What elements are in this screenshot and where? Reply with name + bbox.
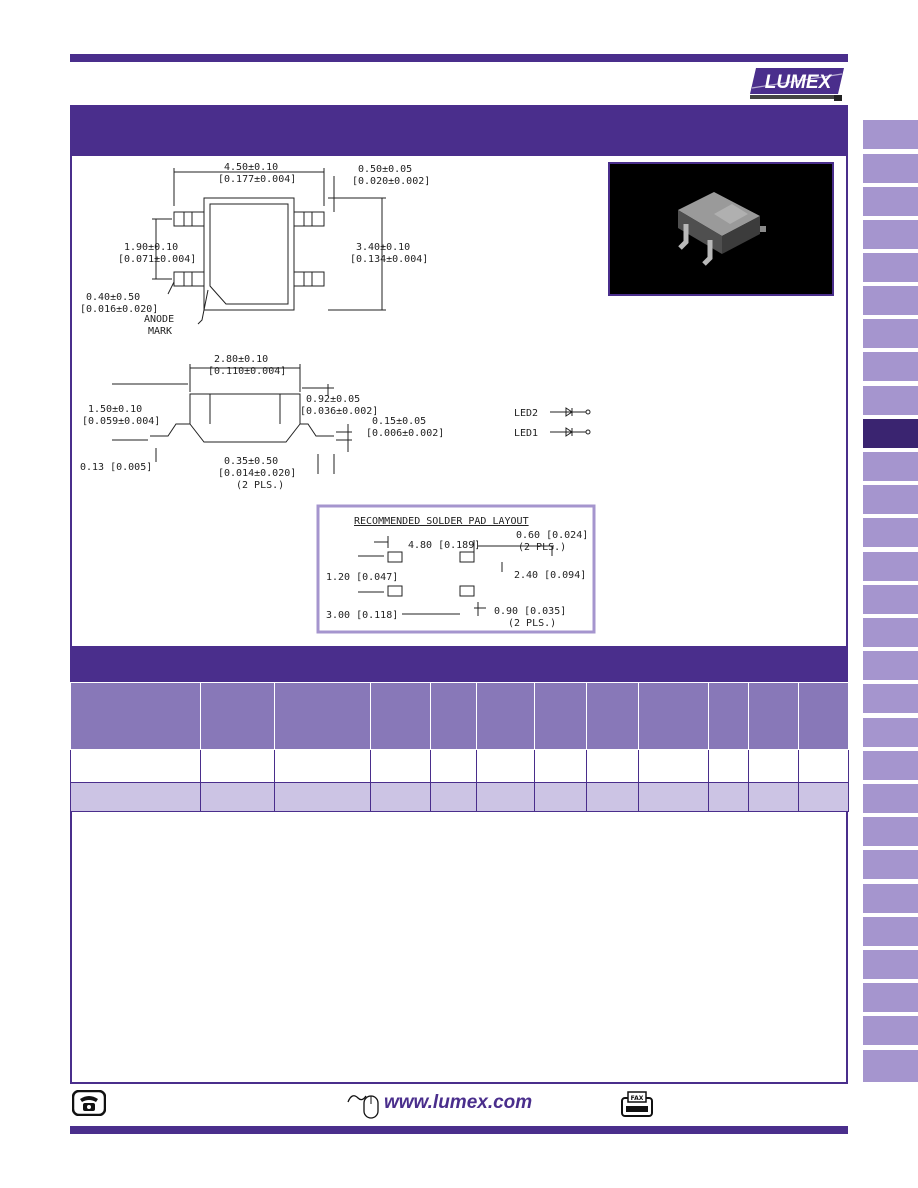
header-cell — [586, 682, 639, 750]
dim-height-in: [0.134±0.004] — [350, 254, 428, 265]
dim-height: 3.40±0.10 — [356, 242, 410, 253]
pad-d1: 4.80 [0.189] — [408, 540, 480, 551]
led-schematic — [550, 407, 591, 437]
dim-body-in: [0.110±0.004] — [208, 366, 286, 377]
side-tab[interactable] — [863, 518, 918, 547]
dim-foot-in: [0.014±0.020] — [218, 468, 296, 479]
header-cell — [70, 682, 201, 750]
table-row — [70, 782, 849, 812]
side-tab[interactable] — [863, 286, 918, 315]
dim-pitch: 1.90±0.10 — [124, 242, 178, 253]
pad-d3: 1.20 [0.047] — [326, 572, 398, 583]
side-tab[interactable] — [863, 983, 918, 1012]
header-cell — [430, 682, 477, 750]
solder-pad-layout: RECOMMENDED SOLDER PAD LAYOUT 4.80 [0.18… — [316, 504, 596, 634]
pad-d4: 2.40 [0.094] — [514, 570, 586, 581]
header-cell — [638, 682, 709, 750]
fax-label: FAX — [631, 1095, 644, 1102]
pad-d2-pls: (2 PLS.) — [518, 542, 566, 553]
pad-d5: 3.00 [0.118] — [326, 610, 398, 621]
package-outline-side-view — [112, 364, 352, 474]
pad-layout-title: RECOMMENDED SOLDER PAD LAYOUT — [354, 516, 529, 527]
dim-body: 2.80±0.10 — [214, 354, 268, 365]
dim-lead-t: 0.15±0.05 — [372, 416, 426, 427]
side-tab[interactable] — [863, 718, 918, 747]
side-tab[interactable] — [863, 253, 918, 282]
side-tab[interactable] — [863, 552, 918, 581]
anode-label: ANODE — [144, 314, 174, 325]
header-cell — [708, 682, 749, 750]
website-link[interactable]: www.lumex.com — [384, 1092, 533, 1113]
dim-pitch-in: [0.071±0.004] — [118, 254, 196, 265]
side-tab[interactable] — [863, 352, 918, 381]
pad-d6-pls: (2 PLS.) — [508, 618, 556, 629]
side-tab[interactable] — [863, 120, 918, 149]
side-tab-active[interactable] — [863, 419, 918, 448]
dim-width-in: [0.177±0.004] — [218, 174, 296, 185]
dim-lead-t-in: [0.006±0.002] — [366, 428, 444, 439]
header-cell — [476, 682, 535, 750]
dim-lead-len: 0.40±0.50 — [86, 292, 140, 303]
mouse-icon — [346, 1090, 380, 1120]
side-tab[interactable] — [863, 386, 918, 415]
side-tab[interactable] — [863, 319, 918, 348]
section-bar-dimensions — [70, 108, 848, 156]
side-tab[interactable] — [863, 917, 918, 946]
side-tab[interactable] — [863, 684, 918, 713]
side-tab[interactable] — [863, 485, 918, 514]
dim-foot-pls: (2 PLS.) — [236, 480, 284, 491]
bottom-rule — [70, 1126, 848, 1134]
dim-lead-h: 0.92±0.05 — [306, 394, 360, 405]
side-tab[interactable] — [863, 950, 918, 979]
side-tab[interactable] — [863, 220, 918, 249]
side-tab[interactable] — [863, 452, 918, 481]
header-cell — [200, 682, 275, 750]
top-rule — [70, 54, 848, 62]
side-tab[interactable] — [863, 154, 918, 183]
dim-lead-len-in: [0.016±0.020] — [80, 304, 158, 315]
dim-total-h: 1.50±0.10 — [88, 404, 142, 415]
product-photo — [608, 162, 834, 296]
fax-icon: FAX — [620, 1090, 654, 1118]
side-tab[interactable] — [863, 1016, 918, 1045]
led2-label: LED2 — [514, 408, 538, 419]
package-outline-top-view — [152, 168, 386, 325]
side-tab[interactable] — [863, 884, 918, 913]
dimension-drawing: 4.50±0.10 [0.177±0.004] 0.50±0.05 [0.020… — [72, 156, 846, 646]
header-cell — [370, 682, 431, 750]
side-tab[interactable] — [863, 1050, 918, 1082]
specs-table — [70, 682, 849, 812]
anode-mark-label: MARK — [148, 326, 172, 337]
led1-label: LED1 — [514, 428, 538, 439]
header-cell — [534, 682, 587, 750]
dim-lead-h-in: [0.036±0.002] — [300, 406, 378, 417]
side-tab[interactable] — [863, 187, 918, 216]
header-cell — [274, 682, 371, 750]
pad-d2: 0.60 [0.024] — [516, 530, 588, 541]
side-tab[interactable] — [863, 850, 918, 879]
header-rule — [70, 105, 848, 108]
table-header-row — [70, 682, 849, 750]
dim-total-h-in: [0.059±0.004] — [82, 416, 160, 427]
dim-standoff: 0.13 [0.005] — [80, 462, 152, 473]
dim-width: 4.50±0.10 — [224, 162, 278, 173]
header-cell — [748, 682, 799, 750]
side-tab[interactable] — [863, 751, 918, 780]
side-tab[interactable] — [863, 651, 918, 680]
lumex-logo: LUMEX — [748, 64, 848, 102]
dim-lead-width: 0.50±0.05 — [358, 164, 412, 175]
phone-icon — [71, 1089, 107, 1117]
pad-d6: 0.90 [0.035] — [494, 606, 566, 617]
header-cell — [798, 682, 849, 750]
dim-lead-width-in: [0.020±0.002] — [352, 176, 430, 187]
side-tab[interactable] — [863, 585, 918, 614]
dim-foot: 0.35±0.50 — [224, 456, 278, 467]
section-bar-specs — [70, 646, 848, 682]
table-row — [70, 749, 849, 783]
logo-text: LUMEX — [765, 72, 833, 93]
side-tab[interactable] — [863, 817, 918, 846]
side-tab[interactable] — [863, 618, 918, 647]
side-tab[interactable] — [863, 784, 918, 813]
